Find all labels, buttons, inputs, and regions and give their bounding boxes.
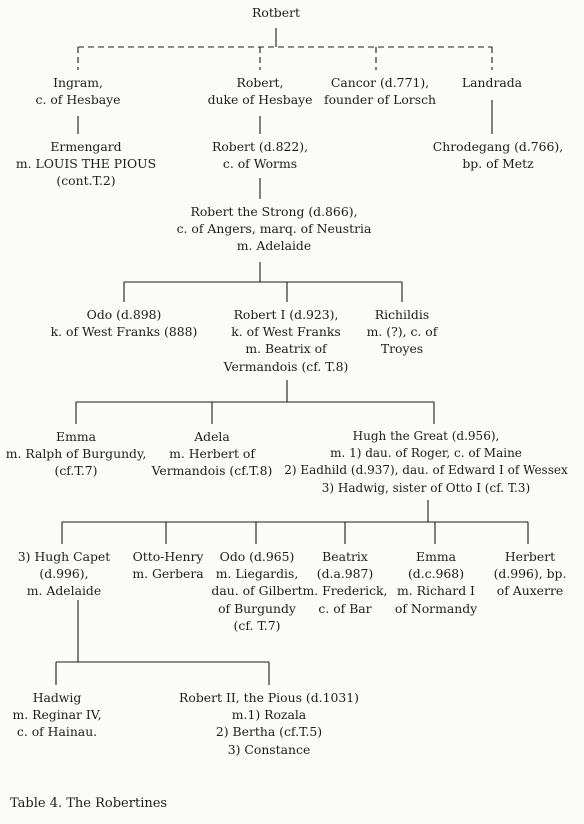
node-line: m. 1) dau. of Roger, c. of Maine <box>330 446 522 461</box>
node-line: (cf.T.7) <box>54 463 98 479</box>
node-line: Beatrix <box>322 549 368 564</box>
node-cancor: Cancor (d.771), founder of Lorsch <box>324 74 436 108</box>
node-line: Richildis <box>374 307 430 322</box>
node-emma-richard: Emma (d.c.968) m. Richard I of Normandy <box>395 548 477 617</box>
node-line: c. of Angers, marq. of Neustria <box>176 221 372 237</box>
node-chrodegang: Chrodegang (d.766), bp. of Metz <box>433 138 563 172</box>
node-hadwig: Hadwig m. Reginar IV, c. of Hainau. <box>12 689 101 741</box>
node-line: of Auxerre <box>496 583 564 599</box>
node-line: m. Ralph of Burgundy, <box>5 446 147 462</box>
node-line: m. Adelaide <box>26 583 102 599</box>
node-line: Rotbert <box>252 5 300 20</box>
node-line: Otto-Henry <box>132 549 204 564</box>
node-line: Adela <box>194 429 230 444</box>
node-line: bp. of Metz <box>462 156 534 172</box>
node-line: m. Gerbera <box>132 566 204 582</box>
node-line: (cont.T.2) <box>56 173 116 189</box>
node-line: c. of Worms <box>222 156 298 172</box>
node-line: k. of West Franks <box>231 324 341 340</box>
node-line: m. Frederick, <box>302 583 388 599</box>
node-line: 3) Hadwig, sister of Otto I (cf. T.3) <box>321 480 531 495</box>
node-line: Troyes <box>380 341 424 357</box>
node-line: c. of Hesbaye <box>35 92 121 108</box>
node-adela: Adela m. Herbert of Vermandois (cf.T.8) <box>152 428 273 480</box>
node-line: Herbert <box>504 549 556 564</box>
node-line: Odo (d.965) <box>219 549 295 564</box>
node-robert-ii: Robert II, the Pious (d.1031) m.1) Rozal… <box>179 689 359 758</box>
node-robert-the-strong: Robert the Strong (d.866), c. of Angers,… <box>177 203 372 255</box>
node-odo-965: Odo (d.965) m. Liegardis, dau. of Gilber… <box>211 548 302 634</box>
node-line: Chrodegang (d.766), <box>432 139 564 154</box>
node-line: Hadwig <box>32 690 82 705</box>
node-ingram: Ingram, c. of Hesbaye <box>36 74 121 108</box>
node-ermengard: Ermengard m. LOUIS THE PIOUS (cont.T.2) <box>16 138 156 190</box>
node-line: m. Liegardis, <box>215 566 299 582</box>
node-line: founder of Lorsch <box>323 92 437 108</box>
node-line: m. (?), c. of <box>366 324 438 340</box>
node-line: Vermandois (cf. T.8) <box>223 358 349 374</box>
node-line: c. of Bar <box>318 600 372 616</box>
node-line: k. of West Franks (888) <box>50 324 198 340</box>
node-line: m. Beatrix of <box>245 341 327 357</box>
node-odo-898: Odo (d.898) k. of West Franks (888) <box>51 306 198 340</box>
node-line: 2) Bertha (cf.T.5) <box>215 724 323 740</box>
node-line: Emma <box>416 549 456 564</box>
node-line: c. of Hainau. <box>16 724 98 740</box>
node-line: (cf. T.7) <box>233 617 281 633</box>
node-line: m.1) Rozala <box>231 707 307 723</box>
node-otto-henry: Otto-Henry m. Gerbera <box>132 548 203 582</box>
node-line: 3) Constance <box>227 741 311 757</box>
node-line: m. LOUIS THE PIOUS <box>15 156 157 172</box>
node-line: Robert (d.822), <box>211 139 309 154</box>
node-rotbert: Rotbert <box>252 4 300 21</box>
node-line: m. Herbert of <box>169 446 255 462</box>
node-line: Robert I (d.923), <box>233 307 339 322</box>
node-line: m. Reginar IV, <box>12 707 102 723</box>
node-line: Vermandois (cf.T.8) <box>151 463 273 479</box>
node-line: Robert the Strong (d.866), <box>190 204 358 219</box>
node-line: of Normandy <box>394 600 478 616</box>
node-hugh-capet: 3) Hugh Capet (d.996), m. Adelaide <box>18 548 110 600</box>
node-line: Ermengard <box>50 139 122 154</box>
node-robert-i: Robert I (d.923), k. of West Franks m. B… <box>224 306 349 375</box>
node-line: of Burgundy <box>218 600 296 616</box>
node-line: (d.c.968) <box>407 566 465 582</box>
node-line: Ingram, <box>53 75 103 90</box>
node-beatrix: Beatrix (d.a.987) m. Frederick, c. of Ba… <box>302 548 387 617</box>
node-robert-worms: Robert (d.822), c. of Worms <box>212 138 308 172</box>
node-line: m. Richard I <box>397 583 475 599</box>
node-line: Hugh the Great (d.956), <box>352 429 500 443</box>
node-robert-hesbaye: Robert, duke of Hesbaye <box>208 74 313 108</box>
node-line: Emma <box>56 429 96 444</box>
node-line: Robert II, the Pious (d.1031) <box>179 690 359 705</box>
table-caption: Table 4. The Robertines <box>10 796 168 811</box>
node-line: Robert, <box>236 75 284 90</box>
node-richildis: Richildis m. (?), c. of Troyes <box>367 306 438 358</box>
node-hugh-the-great: Hugh the Great (d.956), m. 1) dau. of Ro… <box>284 428 567 497</box>
node-line: duke of Hesbaye <box>207 92 313 108</box>
node-line: (d.996), <box>39 566 89 582</box>
node-emma-ralph: Emma m. Ralph of Burgundy, (cf.T.7) <box>6 428 147 480</box>
node-line: Cancor (d.771), <box>330 75 430 90</box>
node-line: (d.a.987) <box>316 566 374 582</box>
node-line: (d.996), bp. <box>493 566 567 582</box>
node-line: 2) Eadhild (d.937), dau. of Edward I of … <box>284 463 568 478</box>
node-herbert: Herbert (d.996), bp. of Auxerre <box>494 548 567 600</box>
node-line: m. Adelaide <box>236 238 312 254</box>
node-line: Landrada <box>461 75 523 90</box>
node-line: 3) Hugh Capet <box>17 549 111 564</box>
node-landrada: Landrada <box>462 74 522 91</box>
node-line: Odo (d.898) <box>86 307 162 322</box>
node-line: dau. of Gilbert <box>211 583 303 599</box>
